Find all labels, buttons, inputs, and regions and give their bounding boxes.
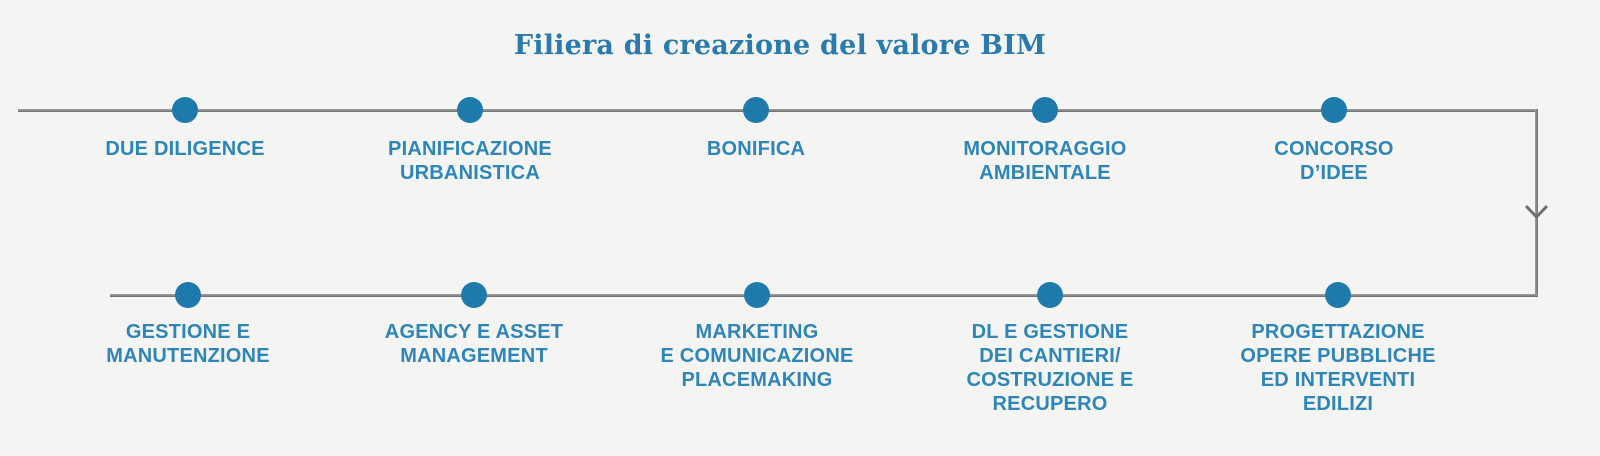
stage-dot bbox=[1032, 97, 1058, 123]
stage-label: PROGETTAZIONE OPERE PUBBLICHE ED INTERVE… bbox=[1240, 321, 1436, 415]
stage-label: CONCORSO D’IDEE bbox=[1274, 138, 1394, 184]
stage-dot bbox=[461, 282, 487, 308]
stage-dot bbox=[175, 282, 201, 308]
stage-label: BONIFICA bbox=[706, 138, 806, 160]
stage-label: PIANIFICAZIONE URBANISTICA bbox=[388, 138, 552, 184]
stage-dot bbox=[457, 97, 483, 123]
stage-dot bbox=[172, 97, 198, 123]
stage-label: MARKETING E COMUNICAZIONE PLACEMAKING bbox=[660, 321, 854, 391]
page-title: Filiera di creazione del valore BIM bbox=[513, 30, 1047, 61]
stage-dot bbox=[1325, 282, 1351, 308]
timeline-rail-top bbox=[18, 109, 1538, 112]
stage-dot bbox=[744, 282, 770, 308]
stage-label: DUE DILIGENCE bbox=[105, 138, 265, 160]
stage-dot bbox=[1037, 282, 1063, 308]
stage-label: DL E GESTIONE DEI CANTIERI/ COSTRUZIONE … bbox=[966, 321, 1134, 415]
timeline-connector-vertical bbox=[1535, 109, 1538, 297]
chevron-down-icon bbox=[1524, 204, 1549, 220]
stage-dot bbox=[1321, 97, 1347, 123]
stage-label: MONITORAGGIO AMBIENTALE bbox=[963, 138, 1127, 184]
stage-label: AGENCY E ASSET MANAGEMENT bbox=[384, 321, 564, 367]
timeline-rail-bottom bbox=[110, 294, 1538, 297]
stage-dot bbox=[743, 97, 769, 123]
stage-label: GESTIONE E MANUTENZIONE bbox=[106, 321, 270, 367]
